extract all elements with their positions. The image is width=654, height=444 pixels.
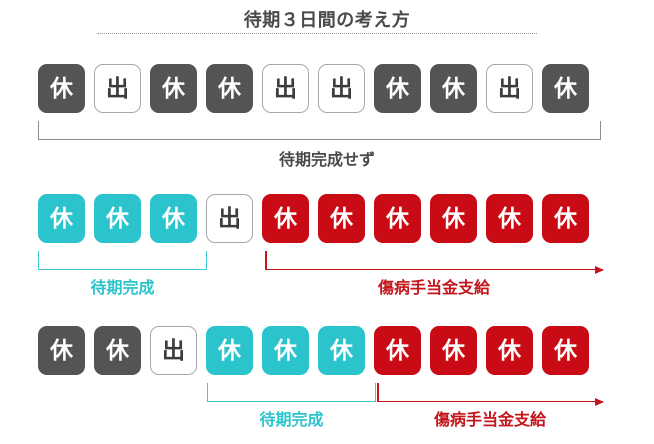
page-title: 待期３日間の考え方 [243, 10, 411, 30]
day-cell: 休 [262, 194, 309, 243]
caption-row-3-waiting: 待期完成 [259, 412, 324, 429]
arrow-start-tick [377, 383, 379, 402]
day-cell: 休 [150, 64, 197, 113]
arrow-head-icon [595, 265, 604, 274]
day-cell: 休 [262, 326, 309, 375]
day-cell: 出 [486, 64, 533, 113]
caption-row-2-benefit: 傷病手当金支給 [377, 280, 490, 297]
day-row-3: 休 休 出 休 休 休 休 休 休 休 [38, 326, 589, 375]
day-cell: 休 [374, 194, 421, 243]
day-cell: 休 [430, 194, 477, 243]
caption-row-3-benefit: 傷病手当金支給 [433, 412, 546, 429]
day-cell: 休 [430, 326, 477, 375]
day-cell: 休 [38, 194, 85, 243]
day-cell: 休 [206, 64, 253, 113]
bracket-row-2-waiting [38, 251, 207, 270]
day-cell: 休 [430, 64, 477, 113]
day-cell: 出 [150, 326, 197, 375]
arrow-row-2-benefit [265, 251, 604, 274]
day-cell: 休 [38, 64, 85, 113]
day-cell: 休 [542, 64, 589, 113]
day-cell: 休 [94, 194, 141, 243]
day-cell: 休 [318, 194, 365, 243]
day-cell: 休 [542, 326, 589, 375]
arrow-head-icon [595, 397, 604, 406]
day-row-1: 休 出 休 休 出 出 休 休 出 休 [38, 64, 589, 113]
day-row-2: 休 休 休 出 休 休 休 休 休 休 [38, 194, 589, 243]
bracket-row-1 [38, 121, 601, 140]
day-cell: 休 [38, 326, 85, 375]
day-cell: 出 [318, 64, 365, 113]
day-cell: 休 [94, 326, 141, 375]
title-divider [97, 33, 537, 34]
day-cell: 休 [486, 194, 533, 243]
day-cell: 休 [486, 326, 533, 375]
caption-row-1: 待期完成せず [278, 152, 375, 169]
bracket-row-3-waiting [207, 383, 376, 402]
day-cell: 休 [542, 194, 589, 243]
day-cell: 出 [262, 64, 309, 113]
day-cell: 出 [94, 64, 141, 113]
day-cell: 休 [374, 64, 421, 113]
arrow-shaft [265, 268, 603, 270]
day-cell: 出 [206, 194, 253, 243]
caption-row-2-waiting: 待期完成 [90, 280, 155, 297]
day-cell: 休 [374, 326, 421, 375]
arrow-start-tick [265, 251, 267, 270]
day-cell: 休 [206, 326, 253, 375]
arrow-shaft [377, 400, 603, 402]
day-cell: 休 [318, 326, 365, 375]
day-cell: 休 [150, 194, 197, 243]
arrow-row-3-benefit [377, 383, 604, 406]
